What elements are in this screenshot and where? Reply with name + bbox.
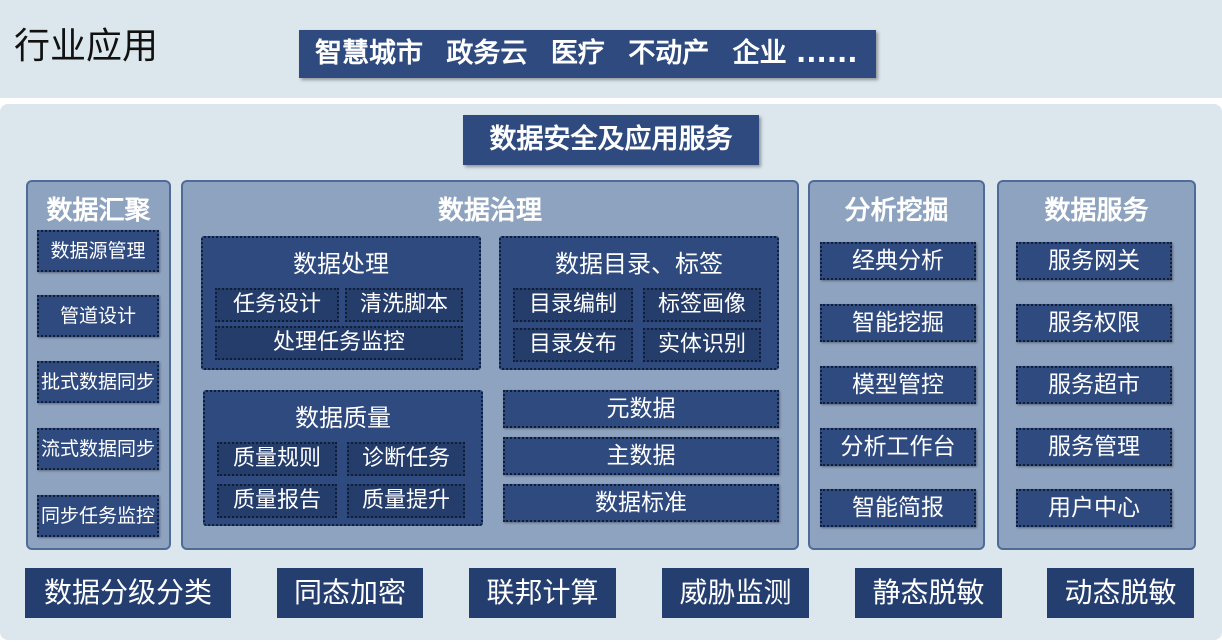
panel-governance-title: 数据治理 [437, 196, 542, 226]
industry-title: 行业应用 [14, 26, 159, 67]
security-item-federated-computing: 联邦计算 [469, 568, 616, 618]
aggregation-item: 流式数据同步 [37, 428, 159, 470]
aggregation-item: 管道设计 [37, 295, 159, 337]
panel-services: 数据服务 服务网关 服务权限 服务超市 服务管理 用户中心 [997, 180, 1196, 550]
aggregation-item: 同步任务监控 [37, 495, 159, 537]
processing-item: 清洗脚本 [345, 288, 463, 322]
governance-data-standard: 数据标准 [503, 484, 779, 522]
quality-item: 诊断任务 [347, 442, 465, 476]
governance-metadata: 元数据 [503, 390, 779, 428]
processing-item: 任务设计 [215, 288, 339, 322]
analysis-item: 经典分析 [820, 242, 976, 280]
catalog-item: 标签画像 [643, 288, 761, 322]
industry-item-real-estate: 不动产 [628, 38, 710, 69]
services-item: 服务权限 [1016, 304, 1172, 342]
security-item-static-masking: 静态脱敏 [855, 568, 1002, 618]
panel-analysis-title: 分析挖掘 [844, 196, 949, 226]
industry-item-enterprise: 企业 ...... [732, 38, 858, 69]
quality-item: 质量规则 [217, 442, 337, 476]
industry-item-medical: 医疗 [550, 38, 605, 69]
industry-apps-bar: 智慧城市 政务云 医疗 不动产 企业 ...... [299, 30, 876, 78]
processing-item: 处理任务监控 [215, 326, 463, 360]
services-item: 用户中心 [1016, 489, 1172, 527]
panel-governance: 数据治理 数据处理 任务设计 清洗脚本 处理任务监控 数据目录、标签 目录编制 … [181, 180, 799, 550]
subpanel-quality-title: 数据质量 [295, 404, 391, 432]
subpanel-catalog-title: 数据目录、标签 [555, 250, 723, 278]
analysis-item: 智能挖掘 [820, 304, 976, 342]
catalog-item: 实体识别 [643, 328, 761, 362]
governance-master-data: 主数据 [503, 437, 779, 475]
analysis-item: 模型管控 [820, 366, 976, 404]
subpanel-processing: 数据处理 任务设计 清洗脚本 处理任务监控 [201, 236, 481, 370]
industry-item-gov-cloud: 政务云 [446, 38, 528, 69]
quality-item: 质量报告 [217, 484, 337, 518]
analysis-item: 分析工作台 [820, 428, 976, 466]
panel-aggregation: 数据汇聚 数据源管理 管道设计 批式数据同步 流式数据同步 同步任务监控 [26, 180, 171, 550]
security-item-classification: 数据分级分类 [25, 568, 231, 618]
subpanel-processing-title: 数据处理 [293, 250, 389, 278]
panel-analysis: 分析挖掘 经典分析 智能挖掘 模型管控 分析工作台 智能简报 [808, 180, 985, 550]
security-item-dynamic-masking: 动态脱敏 [1047, 568, 1194, 618]
analysis-item: 智能简报 [820, 489, 976, 527]
services-item: 服务超市 [1016, 366, 1172, 404]
aggregation-item: 数据源管理 [37, 230, 159, 272]
panel-services-title: 数据服务 [1044, 196, 1149, 226]
security-item-threat-monitoring: 威胁监测 [662, 568, 809, 618]
aggregation-item: 批式数据同步 [37, 361, 159, 403]
subpanel-quality: 数据质量 质量规则 诊断任务 质量报告 质量提升 [203, 390, 483, 526]
security-item-homomorphic-encryption: 同态加密 [277, 568, 423, 618]
services-item: 服务网关 [1016, 242, 1172, 280]
services-item: 服务管理 [1016, 428, 1172, 466]
catalog-item: 目录发布 [513, 328, 633, 362]
panel-aggregation-title: 数据汇聚 [46, 196, 151, 226]
industry-item-smart-city: 智慧城市 [315, 38, 423, 69]
main-title: 数据安全及应用服务 [463, 115, 759, 165]
quality-item: 质量提升 [347, 484, 465, 518]
subpanel-catalog: 数据目录、标签 目录编制 标签画像 目录发布 实体识别 [499, 236, 779, 370]
catalog-item: 目录编制 [513, 288, 633, 322]
